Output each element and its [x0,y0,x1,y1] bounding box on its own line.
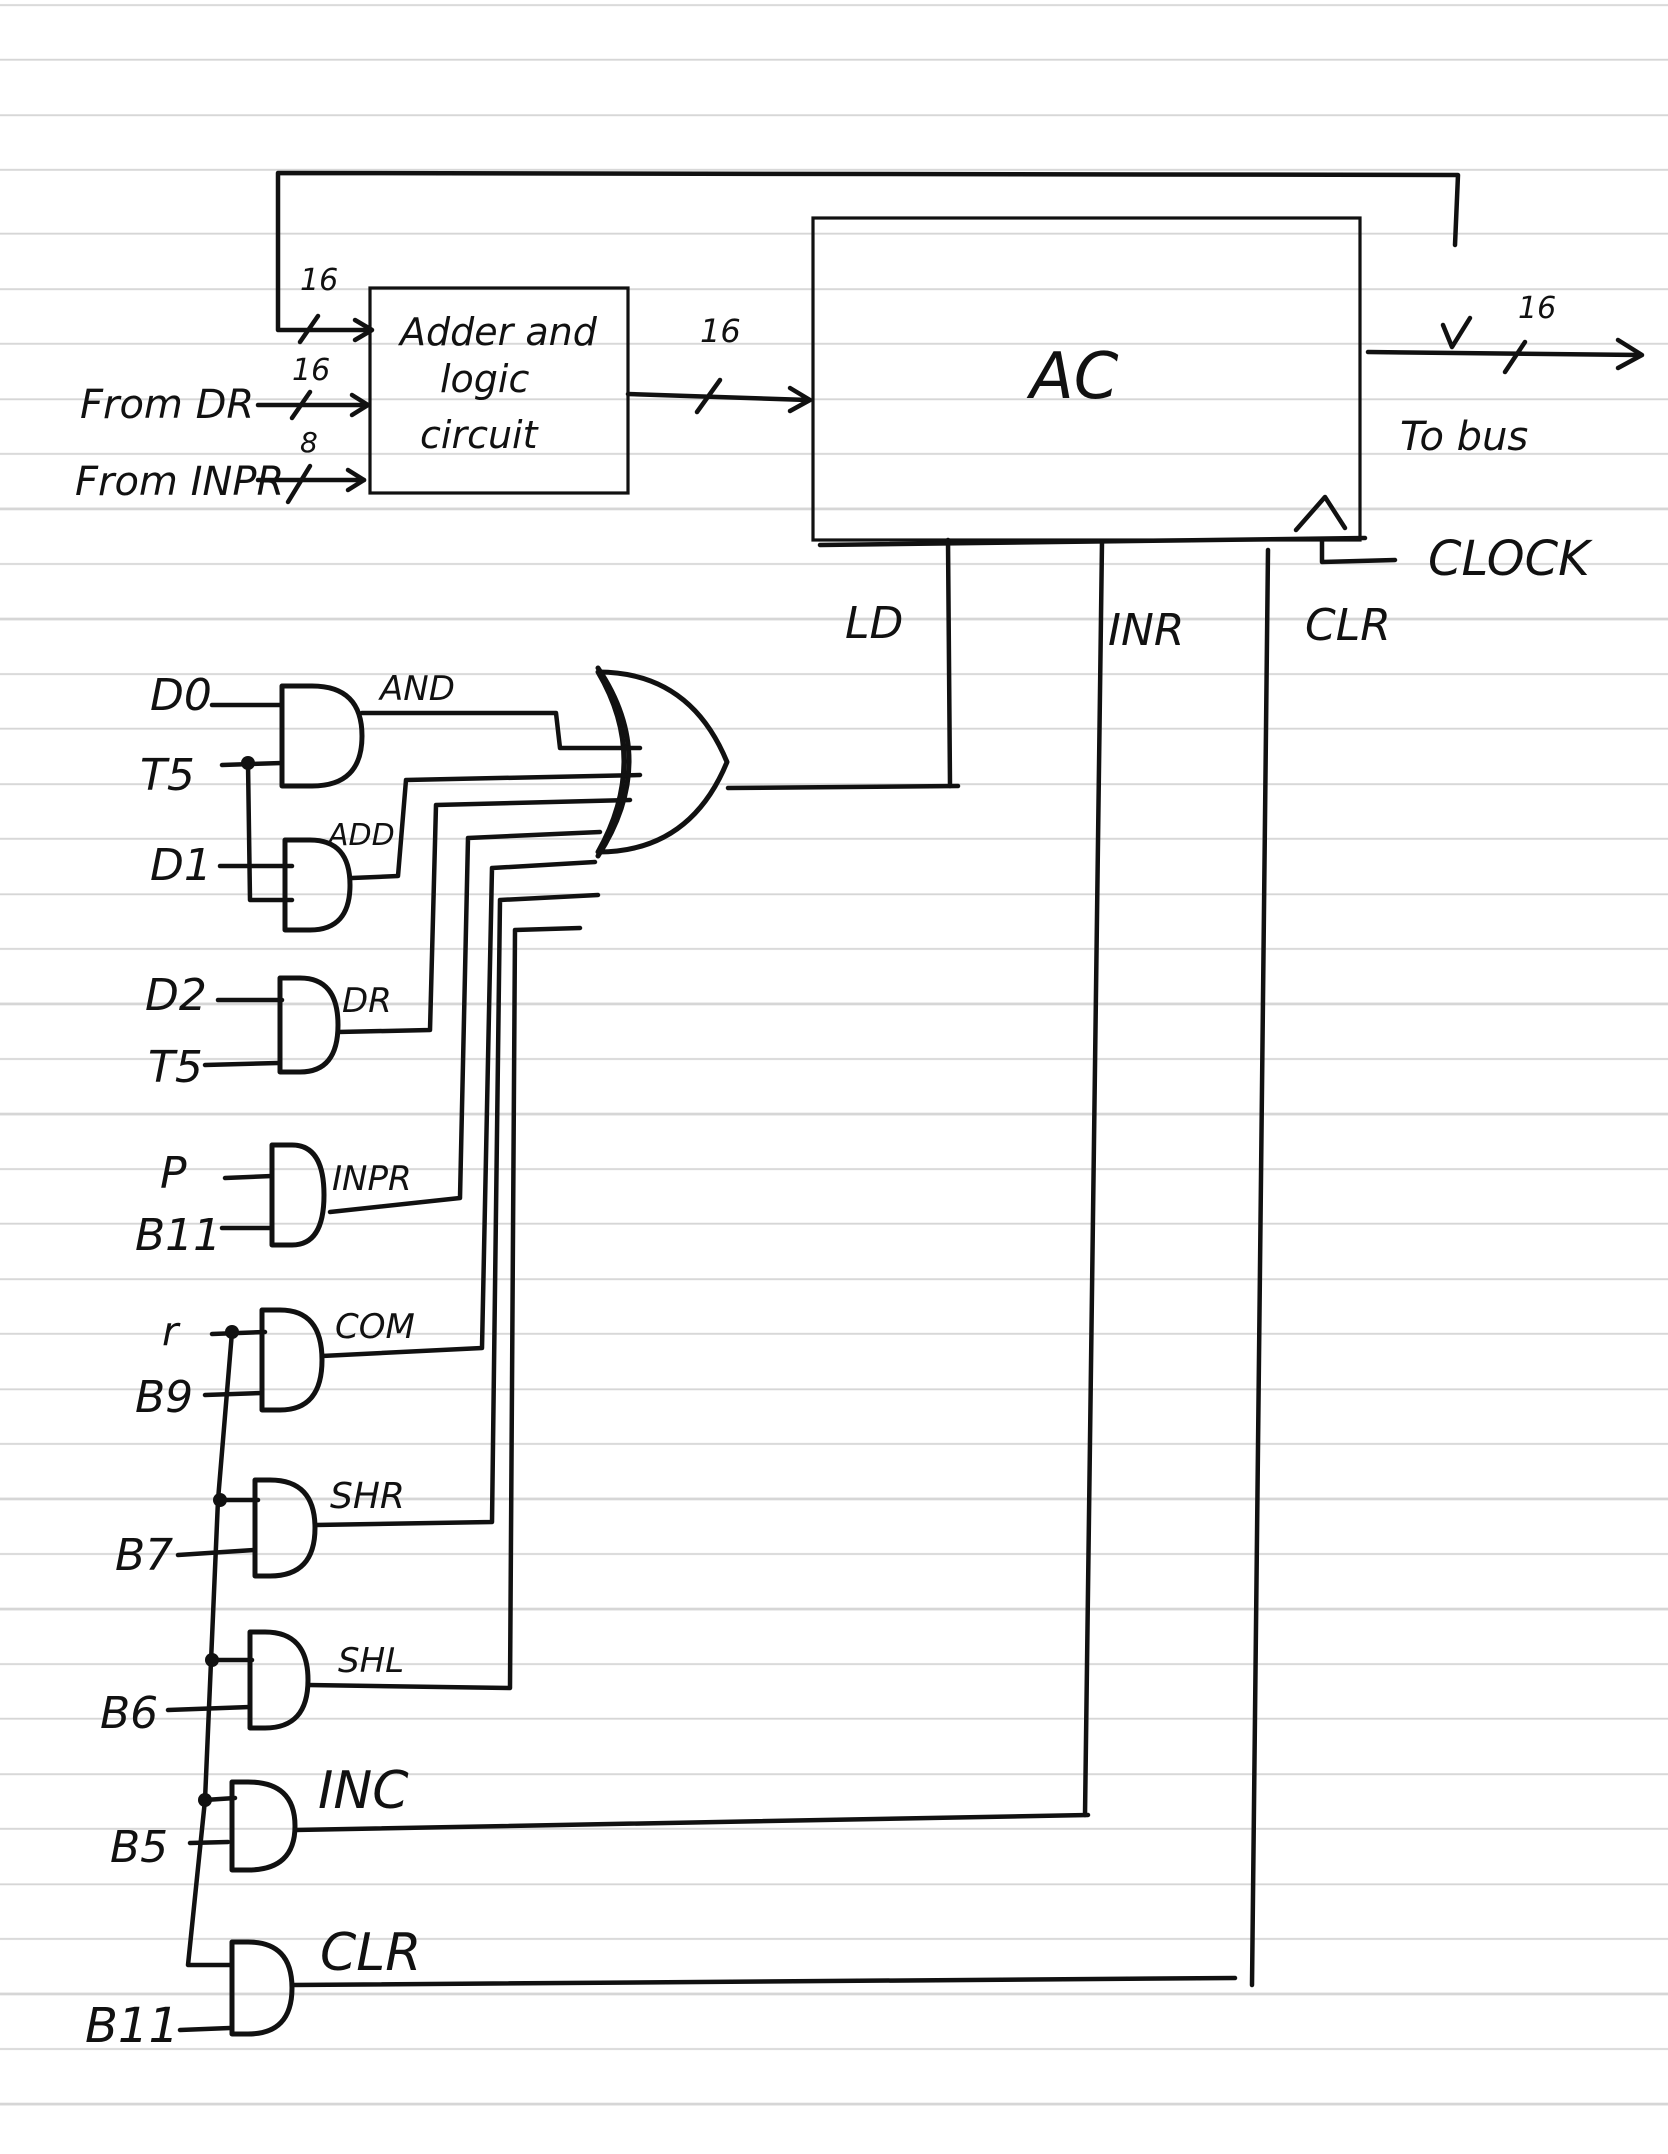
or-to-ld-wire [725,783,961,791]
clock-label: CLOCK [1428,531,1593,587]
gate-com-input-r-label: r [162,1309,181,1355]
ld-or-gate-back-arc [595,665,632,859]
gate-shl-output-label: SHL [338,1641,404,1681]
to-bus-label: To bus [1400,414,1528,460]
feedback-arrowhead [352,317,375,343]
gate-inc-output-label: INC [318,1761,409,1821]
gate-inpr-output-wire [327,829,603,1215]
gate-add [282,837,353,933]
gate-dr [277,975,341,1075]
gate-shr-input-b7-wire [175,1547,257,1558]
feedback-wire [275,170,1461,333]
gate-dr-input-t5-label: T5 [148,1042,203,1093]
inr-control-wire [1082,539,1105,1818]
gate-shl-input-b6-label: B6 [100,1688,158,1739]
gate-com [259,1307,325,1413]
gate-shl-output-wire [305,925,583,1691]
ld-label: LD [845,598,903,649]
gate-dr-output-label: DR [342,981,392,1021]
gate-inc [229,1779,298,1873]
gate-and-output-wire [359,710,643,751]
gate-shl-input-b6-wire [165,1704,253,1713]
ld-control-wire [945,537,953,789]
inr-label: INR [1108,605,1184,656]
feedback-width-label: 16 [300,263,338,298]
gate-add-output-label: ADD [326,818,395,853]
adder-label-line3: circuit [420,413,540,457]
gate-add-output-wire [349,772,643,881]
gate-inpr [269,1142,327,1248]
gate-inc-input-b5-wire [187,1839,231,1846]
gate-and-input-d0-label: D0 [150,670,212,721]
to-bus-wire [1365,349,1643,358]
clr-control-label: CLR [1305,600,1391,651]
adder-logic-block [368,286,630,495]
gate-and [279,683,365,789]
ld-or-gate [595,669,730,855]
adder-to-ac-width-label: 16 [700,312,741,350]
gate-com-output-wire [319,859,598,1359]
adder-to-ac-wire [625,391,811,403]
gate-clr-output-wire [289,1975,1238,1988]
clr-control-wire [1249,547,1271,1988]
from-dr-width-label: 16 [292,353,330,388]
clock-triangle [1293,494,1348,533]
to-bus-width-label: 16 [1518,291,1556,326]
gate-shl [247,1629,311,1731]
gate-inpr-input-b11-label: B11 [135,1210,221,1261]
gate-com-input-b9-label: B9 [135,1372,193,1423]
gate-inc-output-wire [292,1812,1091,1833]
ac-bottom-edge [817,535,1368,548]
gate-inpr-output-label: INPR [332,1159,412,1199]
gate-clr-input-b11-label: B11 [85,1998,179,2054]
adder-to-ac-arrowhead [787,385,813,414]
from-inpr-width-label: 8 [300,426,318,459]
gate-shr-input-b7-label: B7 [115,1530,173,1581]
gate-and-input-t5-label: T5 [140,750,195,801]
adder-label-line1: Adder and [397,310,598,354]
gate-add-input-d1-label: D1 [150,840,212,891]
from-inpr-slash [285,463,313,505]
from-inpr-label: From INPR [75,459,284,505]
gate-clr [229,1939,295,2037]
from-inpr-arrowhead [345,467,367,493]
gate-clr-input-b11-wire [177,2025,233,2033]
gate-com-output-label: COM [335,1307,415,1347]
gate-and-output-label: AND [378,669,455,709]
gate-dr-input-t5-wire [202,1060,281,1068]
clock-wire [1319,537,1398,565]
gate-dr-output-wire [335,797,633,1035]
from-dr-arrowhead [349,392,371,418]
adder-label-line2: logic [440,357,529,401]
from-dr-slash [289,389,313,421]
from-dr-label: From DR [80,382,254,428]
gate-shr [252,1477,318,1579]
gate-inpr-input-p-wire [222,1173,275,1181]
r-bus-wire [185,1329,235,1968]
adder-to-ac-slash [694,377,723,415]
gate-inpr-input-p-label: P [160,1148,187,1199]
feedback-arrow-to-bus [1440,315,1473,350]
gate-shr-output-wire [312,892,601,1528]
gate-shr-output-label: SHR [330,1476,405,1517]
gate-com-input-b9-wire [202,1390,265,1398]
gate-inc-input-b5-label: B5 [110,1822,168,1873]
ac-label: AC [1026,340,1119,414]
to-bus-slash [1502,339,1528,375]
feedback-slash [297,313,321,345]
t5-branch-wire [245,760,295,903]
to-bus-arrowhead [1615,337,1645,371]
gate-dr-input-d2-label: D2 [145,970,207,1021]
gate-clr-output-label: CLR [320,1923,421,1983]
